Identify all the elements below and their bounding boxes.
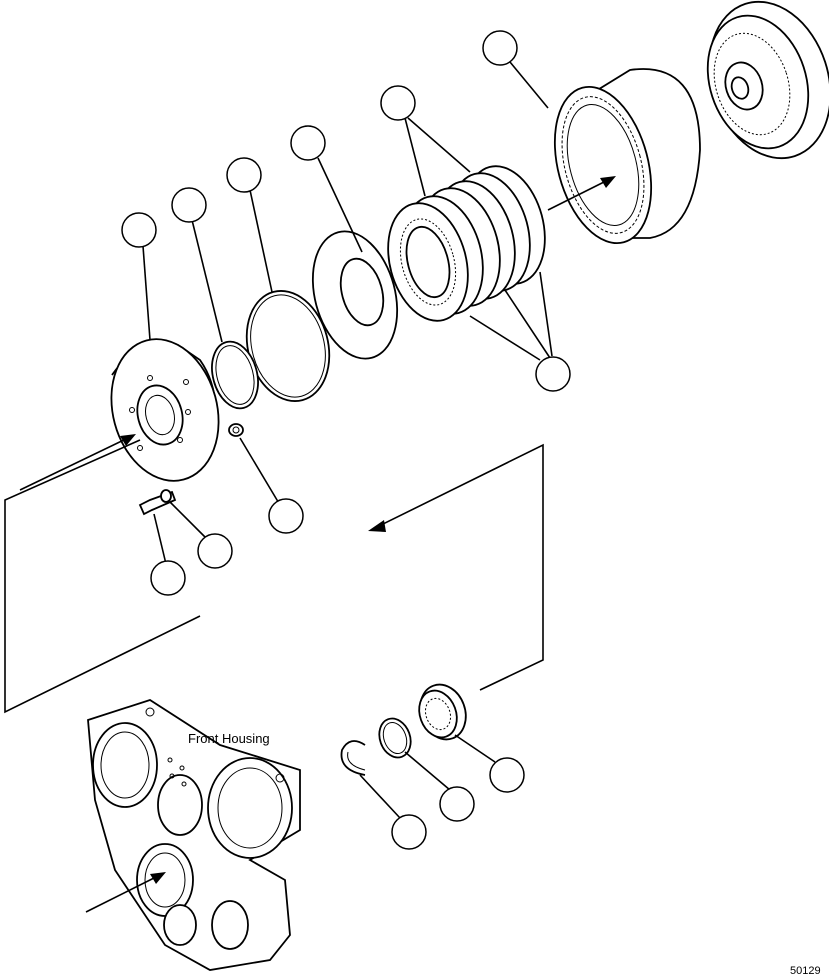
- callout-circle: [290, 125, 326, 161]
- clutch-disc-pack: [387, 165, 546, 322]
- callout-circle: [535, 356, 571, 392]
- assembly-bracket: [4, 439, 544, 714]
- callout-circle: [150, 560, 186, 596]
- support-plate: [110, 338, 220, 482]
- front-housing-label: Front Housing: [188, 731, 270, 746]
- drawing-number: 50129: [790, 965, 821, 977]
- callout-circle: [391, 814, 427, 850]
- callout-circle: [489, 757, 525, 793]
- callout-circle: [226, 157, 262, 193]
- callout-circle: [268, 498, 304, 534]
- plug: [228, 423, 244, 437]
- snap-ring: [340, 740, 366, 776]
- assembly-arrow-plate: [19, 434, 136, 491]
- lock-washer: [160, 489, 172, 503]
- callout-circle: [482, 30, 518, 66]
- front-housing: [87, 699, 301, 971]
- assembly-arrow-housing: [85, 872, 166, 913]
- torque-converter: [706, 0, 829, 160]
- small-seal-ring: [211, 340, 259, 410]
- assembly-arrow-drum: [547, 176, 616, 211]
- backing-plate: [311, 230, 399, 360]
- clutch-drum: [553, 68, 701, 245]
- leader-lines: [142, 61, 553, 819]
- callout-circle: [439, 786, 475, 822]
- callout-circle: [121, 212, 157, 248]
- bearing: [418, 683, 467, 741]
- spacer-ring: [378, 717, 412, 759]
- callout-circle: [197, 533, 233, 569]
- callout-circle: [380, 85, 416, 121]
- callout-circle: [171, 187, 207, 223]
- callout-circles: [121, 30, 571, 850]
